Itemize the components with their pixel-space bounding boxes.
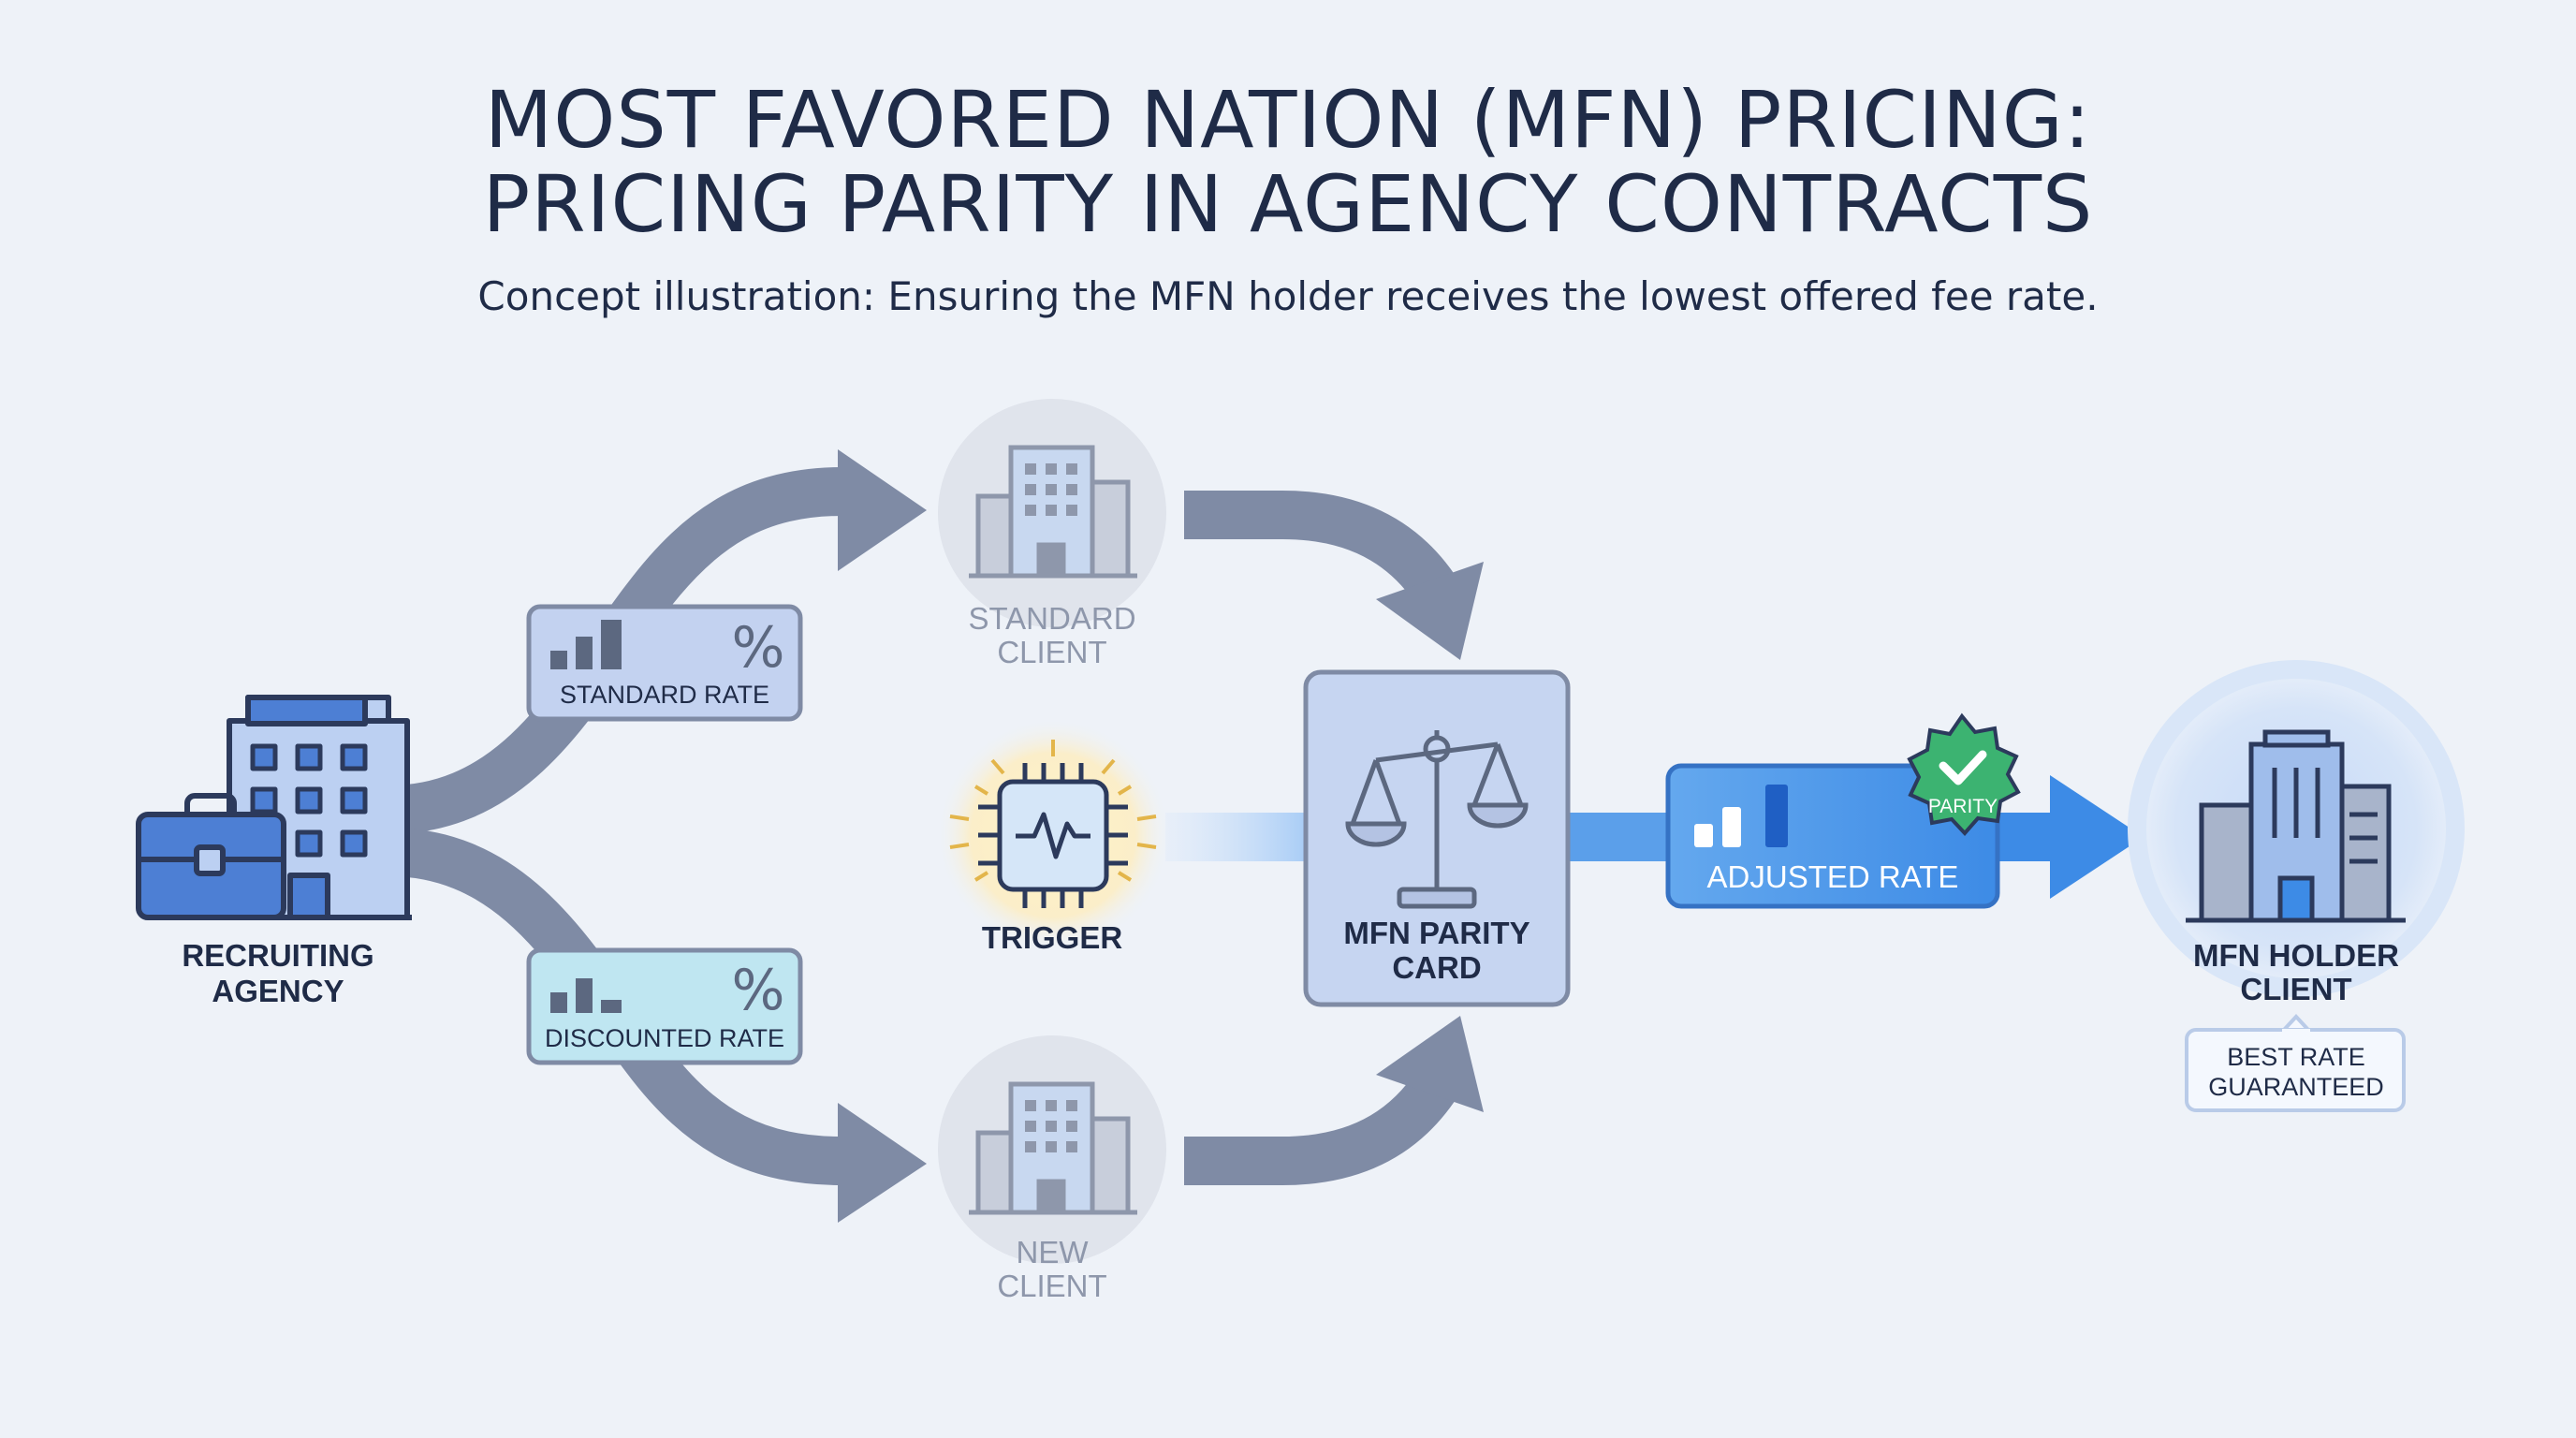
standard-rate-label: STANDARD RATE (560, 681, 769, 709)
checkmark-icon (1939, 750, 1987, 785)
bar-chart-icon (550, 620, 622, 669)
scales-icon (1345, 730, 1529, 909)
arrow-standard-to-card (1184, 491, 1463, 612)
parity-badge: PARITY (1907, 712, 2021, 836)
best-rate-tag-line-1: BEST RATE (2227, 1043, 2365, 1071)
new-client-label-line-1: NEW (1017, 1235, 1090, 1269)
trigger-beam (1165, 813, 1306, 861)
arrowhead-to-holder (2050, 775, 2144, 899)
new-client-node (938, 1035, 1166, 1264)
arrowhead-new (838, 1103, 927, 1223)
page-title-line-1: MOST FAVORED NATION (MFN) PRICING: (484, 74, 2092, 166)
discounted-rate-percent: % (731, 958, 784, 1023)
parity-card-label-line-1: MFN PARITY (1343, 916, 1530, 950)
best-rate-tag-line-2: GUARANTEED (2208, 1073, 2384, 1101)
trigger-label: TRIGGER (982, 920, 1123, 955)
adjusted-rate-card: ADJUSTED RATE PARITY (1665, 712, 2144, 909)
arrow-new-to-card (1184, 1064, 1463, 1185)
parity-card-label-line-2: CARD (1392, 950, 1481, 985)
agency-label-line-2: AGENCY (212, 974, 344, 1008)
trigger-node (936, 718, 1170, 952)
arrowheads (838, 449, 1484, 1223)
building-icon (969, 1081, 1137, 1215)
adjusted-rate-label: ADJUSTED RATE (1707, 859, 1959, 894)
standard-client-label-line-2: CLIENT (997, 635, 1106, 669)
building-icon (969, 445, 1137, 579)
holder-client-node (2128, 660, 2465, 997)
discounted-rate-card: % DISCOUNTED RATE (526, 947, 803, 1065)
bar-chart-icon (1694, 785, 1788, 847)
holder-client-label-line-2: CLIENT (2240, 972, 2351, 1006)
arrowhead-card-top (1376, 562, 1484, 660)
page-subtitle: Concept illustration: Ensuring the MFN h… (477, 273, 2099, 319)
arrowhead-card-bottom (1376, 1016, 1484, 1112)
new-client-label-line-2: CLIENT (997, 1269, 1106, 1303)
bar-chart-icon (550, 978, 622, 1013)
building-icon (2186, 729, 2406, 923)
mfn-parity-card: MFN PARITY CARD (1303, 669, 1571, 1007)
standard-rate-card: % STANDARD RATE (526, 604, 803, 722)
holder-client-label-line-1: MFN HOLDER (2193, 938, 2399, 973)
briefcase-building-icon (136, 695, 412, 920)
parity-beam (1568, 813, 1671, 861)
standard-client-label-line-1: STANDARD (968, 601, 1135, 636)
standard-client-node (938, 399, 1166, 627)
chip-pulse-icon (949, 740, 1157, 908)
standard-rate-percent: % (731, 615, 784, 681)
discounted-rate-label: DISCOUNTED RATE (545, 1024, 784, 1052)
parity-badge-label: PARITY (1928, 796, 1998, 817)
page-title-line-2: PRICING PARITY IN AGENCY CONTRACTS (482, 158, 2094, 250)
agency-label-line-1: RECRUITING (182, 938, 373, 973)
best-rate-tag: BEST RATE GUARANTEED (2185, 1014, 2406, 1112)
arrowhead-standard (838, 449, 927, 571)
